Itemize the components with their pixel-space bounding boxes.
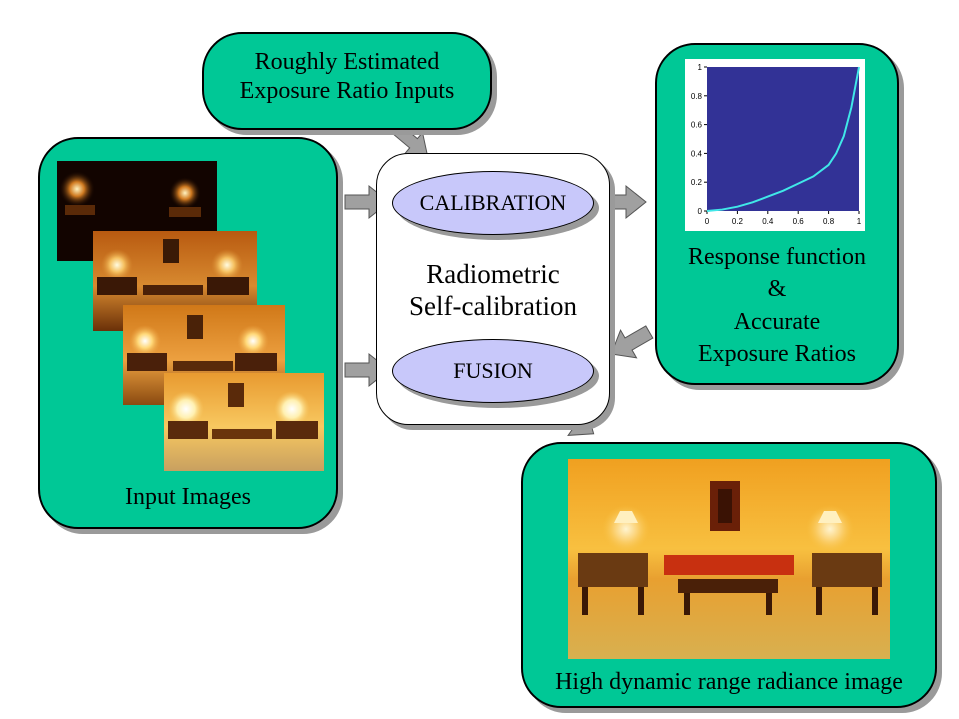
hdr-image-box: High dynamic range radiance image <box>521 442 937 708</box>
x-tick-label: 0 <box>705 217 710 226</box>
y-tick-label: 0.2 <box>691 178 703 187</box>
arrow-response-to-fusion <box>610 325 654 359</box>
y-tick-label: 0.6 <box>691 121 703 130</box>
exposure-ratio-inputs-label: Roughly Estimated Exposure Ratio Inputs <box>239 49 455 104</box>
y-tick-label: 0.4 <box>691 149 703 158</box>
x-tick-label: 0.4 <box>762 217 774 226</box>
y-tick-label: 0.8 <box>691 92 703 101</box>
calibration-node: CALIBRATION <box>392 171 594 235</box>
y-tick-label: 0 <box>698 207 703 216</box>
x-tick-label: 0.2 <box>732 217 744 226</box>
input-image-4 <box>164 373 324 471</box>
x-tick-label: 0.6 <box>793 217 805 226</box>
hdr-image-label: High dynamic range radiance image <box>555 669 903 695</box>
input-images-box: Input Images <box>38 137 338 529</box>
hdr-radiance-image <box>568 459 890 659</box>
y-tick-label: 1 <box>698 63 703 72</box>
response-function-label: Response function & Accurate Exposure Ra… <box>688 244 866 368</box>
x-tick-label: 1 <box>857 217 862 226</box>
panel-title: Radiometric Self-calibration <box>409 259 577 322</box>
response-function-box: 0 0.2 0.4 0.6 0.8 1 0 0.2 0.4 0.6 0.8 1 Response fu… <box>655 43 899 385</box>
chart-plot-area <box>707 67 859 211</box>
fusion-node: FUSION <box>392 339 594 403</box>
exposure-ratio-inputs-box: Roughly Estimated Exposure Ratio Inputs <box>202 32 492 130</box>
response-chart: 0 0.2 0.4 0.6 0.8 1 0 0.2 0.4 0.6 0.8 1 <box>685 59 865 231</box>
response-curve <box>706 66 860 212</box>
x-tick-label: 0.8 <box>823 217 835 226</box>
input-image-1 <box>57 161 217 261</box>
input-images-label: Input Images <box>125 484 251 510</box>
